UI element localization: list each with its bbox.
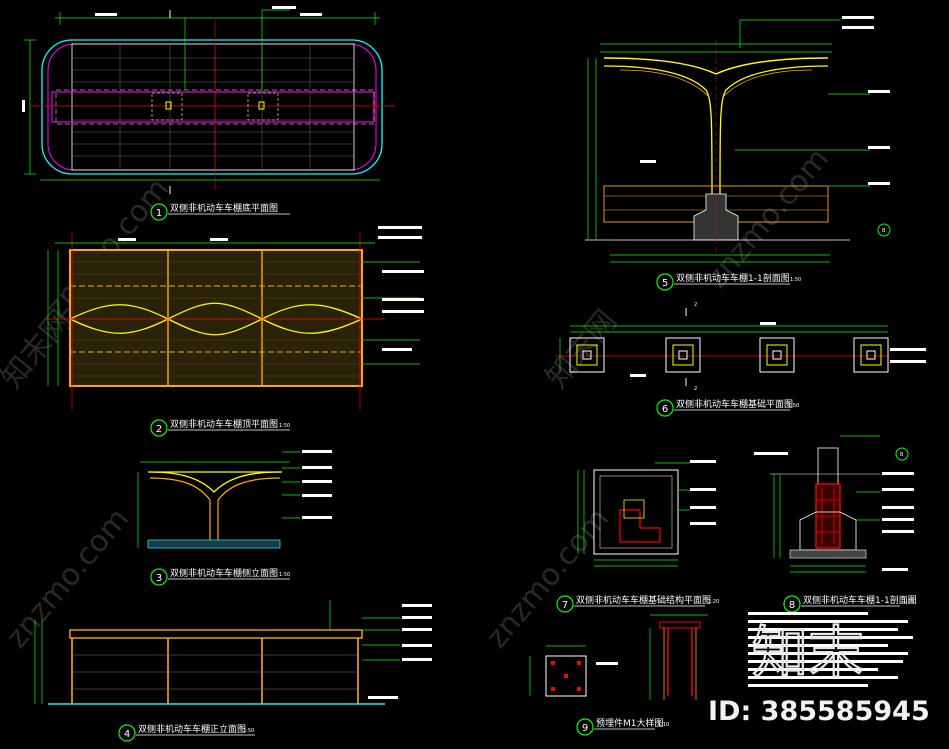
view-3-scale: 1:50 — [279, 572, 290, 578]
view-8-detail-callout: B — [900, 452, 904, 458]
view-4-front-elevation: 4 双侧非机动车车棚正立面图 1:50 — [34, 600, 432, 742]
view-4-title: 双侧非机动车车棚正立面图 — [138, 723, 246, 735]
view-7-title: 双侧非机动车车棚基础结构平面图 — [576, 594, 711, 606]
view-9-title: 预埋件M1大样图 — [596, 717, 664, 729]
view-6-foundation-plan: 2 2 6 双侧非机动车车棚基础平面图 1:50 — [555, 302, 926, 417]
view-5-section: B 5 双侧非机动车车棚1-1剖面图 1:50 — [585, 16, 891, 291]
view-3-number: 3 — [156, 573, 162, 584]
view-2-title: 双侧非机动车车棚顶平面图 — [170, 418, 278, 430]
view-7-number: 7 — [562, 600, 568, 611]
view-5-number: 5 — [662, 278, 668, 289]
view-3-title: 双侧非机动车车棚侧立面图 — [170, 567, 278, 579]
view-9-number: 9 — [582, 723, 588, 734]
view-2-roof-plan: 2 双侧非机动车车棚顶平面图 1:50 — [45, 226, 424, 437]
section-mark-top: 2 — [694, 302, 697, 308]
view-9-embedded-part: 9 预埋件M1大样图 1:10 — [529, 614, 708, 736]
watermark-site-1: 知末网 — [539, 304, 624, 395]
view-5-scale: 1:50 — [790, 277, 801, 283]
watermark-diagonal-2: znzmo.com — [0, 502, 136, 656]
foundation-pads — [569, 337, 889, 373]
watermark-logo-text: 知末 — [752, 621, 864, 686]
view-4-scale: 1:50 — [243, 728, 254, 734]
view-8-scale: 1:20 — [903, 599, 914, 605]
view-8-section-detail: B 8 双侧非机动车车棚1-1剖面图 1:20 — [754, 435, 917, 613]
view-8-title: 双侧非机动车车棚1-1剖面图 — [803, 594, 917, 606]
view-6-scale: 1:50 — [788, 403, 799, 409]
view-1-title: 双侧非机动车车棚底平面图 — [170, 202, 278, 214]
general-notes-block — [748, 612, 913, 687]
watermark-logo: 知末 ID: 385585945 — [708, 620, 930, 727]
view-5-title: 双侧非机动车车棚1-1剖面图 — [676, 272, 790, 284]
section-mark-bottom: 2 — [694, 386, 697, 392]
watermark-id: ID: 385585945 — [708, 696, 930, 727]
watermark-site-2: 知末网 — [0, 304, 79, 395]
view-6-title: 双侧非机动车车棚基础平面图 — [676, 398, 793, 410]
view-5-detail-callout: B — [882, 228, 886, 234]
view-7-scale: 1:20 — [708, 599, 719, 605]
view-7-foundation-structure: 7 双侧非机动车车棚基础结构平面图 1:20 — [556, 460, 719, 613]
view-8-number: 8 — [789, 600, 795, 611]
view-3-side-elevation: 3 双侧非机动车车棚侧立面图 1:50 — [137, 450, 332, 586]
view-2-number: 2 — [156, 424, 162, 435]
watermark-diagonal-3: znzmo.com — [479, 502, 616, 656]
view-9-scale: 1:10 — [658, 722, 669, 728]
view-1-number: 1 — [156, 208, 162, 219]
view-1-bottom-plan: 1 双侧非机动车车棚底平面图 — [22, 6, 395, 221]
view-6-number: 6 — [662, 404, 668, 415]
view-4-number: 4 — [124, 729, 130, 740]
view-2-scale: 1:50 — [279, 423, 290, 429]
